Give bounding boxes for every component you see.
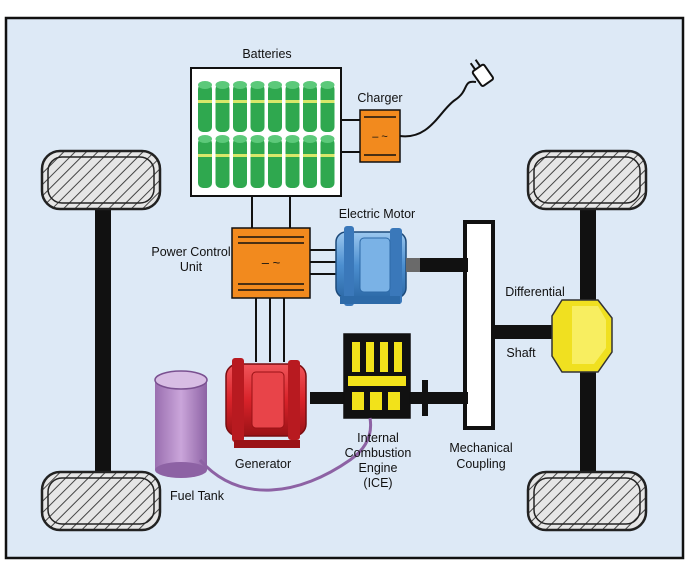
mechanical-coupling [463,220,495,430]
engine-shaft [410,392,468,404]
fuel-tank [154,370,208,478]
label-generator: Generator [235,457,291,471]
battery-cell-icon [198,81,212,132]
charger-symbol: – ~ [372,131,388,143]
combustion-engine [343,333,411,419]
label-differential: Differential [505,285,565,299]
battery-cell-icon [285,135,300,188]
battery-cell-icon [320,135,335,188]
battery-cell-icon [198,135,212,188]
electric-motor [335,226,420,306]
rear-axle [95,190,111,490]
battery-cell-icon [250,81,265,132]
battery-cell-icon [233,135,247,188]
label-batteries: Batteries [242,47,291,61]
tire-icon [40,149,162,211]
power-control-unit: – ~ [231,227,311,299]
label-ice-3: Engine [359,461,398,475]
battery-cell-icon [233,81,247,132]
motor-shaft [420,258,468,272]
label-mechanical-coupling-1: Mechanical [449,441,512,455]
charger: – ~ [359,109,401,163]
battery-cell-icon [285,81,300,132]
label-fuel-tank: Fuel Tank [170,489,225,503]
generator [225,358,307,448]
battery-pack [190,67,342,197]
battery-cell-icon [215,135,230,188]
label-mechanical-coupling-2: Coupling [456,457,505,471]
drive-shaft [490,325,556,339]
battery-cell-icon [215,81,230,132]
label-charger: Charger [357,91,402,105]
label-ice-4: (ICE) [363,476,392,490]
battery-cell-icon [320,81,335,132]
charging-cable [399,80,477,138]
generator-shaft [310,392,350,404]
tire-icon [526,149,648,211]
tire-icon [40,470,162,532]
battery-cell-icon [268,81,282,132]
battery-cell-icon [250,135,265,188]
fuel-line [198,417,373,492]
label-power-control-unit-2: Unit [180,260,203,274]
label-electric-motor: Electric Motor [339,207,415,221]
battery-cells [198,81,335,188]
pcu-symbol: – ~ [262,255,281,270]
label-shaft: Shaft [506,346,536,360]
battery-cell-icon [303,135,317,188]
battery-cell-icon [303,81,317,132]
differential [551,299,613,373]
plug-icon [469,59,495,87]
tire-icon [526,470,648,532]
label-ice-1: Internal [357,431,399,445]
battery-cell-icon [268,135,282,188]
label-power-control-unit-1: Power Control [151,245,230,259]
label-ice-2: Combustion [345,446,412,460]
